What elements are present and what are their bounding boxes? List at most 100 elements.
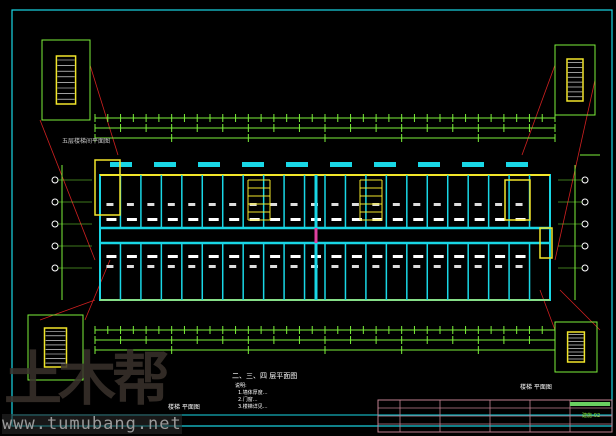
furniture-mark bbox=[433, 218, 444, 221]
room-label-mark bbox=[351, 203, 359, 206]
room-label-mark bbox=[229, 265, 237, 268]
furniture-mark bbox=[106, 255, 117, 258]
stair-detail-core bbox=[43, 327, 68, 368]
stair-detail-core bbox=[55, 55, 77, 105]
room-label-mark bbox=[167, 203, 175, 206]
room-label-mark bbox=[392, 265, 400, 268]
window-block bbox=[110, 162, 132, 167]
room-label-mark bbox=[515, 265, 523, 268]
stair-detail-frame bbox=[554, 321, 598, 373]
furniture-mark bbox=[270, 255, 281, 258]
stair-detail-title-top-left: 五层楼梯间平面图 bbox=[62, 138, 111, 145]
stair-detail-frame bbox=[41, 39, 91, 121]
note-line: 说明: bbox=[235, 383, 247, 389]
stair-label-left: 楼梯 平面图 bbox=[168, 404, 200, 411]
room-label-mark bbox=[208, 203, 216, 206]
furniture-mark bbox=[495, 255, 506, 258]
furniture-mark bbox=[290, 218, 301, 221]
room-label-mark bbox=[515, 203, 523, 206]
furniture-mark bbox=[372, 255, 383, 258]
axis-bubble bbox=[581, 242, 589, 250]
stair-core-left bbox=[94, 159, 121, 216]
room-label-mark bbox=[474, 203, 482, 206]
furniture-mark bbox=[392, 255, 403, 258]
room-label-mark bbox=[167, 265, 175, 268]
room-label-mark bbox=[188, 203, 196, 206]
furniture-mark bbox=[331, 218, 342, 221]
window-block bbox=[374, 162, 396, 167]
room-label-mark bbox=[126, 203, 134, 206]
note-line: 3.楼梯详见... bbox=[238, 404, 268, 410]
note-line: 2.门窗... bbox=[238, 397, 258, 403]
room-label-mark bbox=[351, 265, 359, 268]
room-label-mark bbox=[372, 265, 380, 268]
furniture-mark bbox=[290, 255, 301, 258]
room-label-mark bbox=[413, 203, 421, 206]
window-block bbox=[418, 162, 440, 167]
room-label-mark bbox=[331, 265, 339, 268]
stair-label-right: 楼梯 平面图 bbox=[520, 384, 552, 391]
door-mark bbox=[539, 227, 553, 259]
section-line bbox=[89, 64, 119, 156]
room-label-mark bbox=[290, 203, 298, 206]
window-block bbox=[198, 162, 220, 167]
furniture-mark bbox=[351, 255, 362, 258]
room-label-mark bbox=[413, 265, 421, 268]
axis-bubble bbox=[581, 264, 589, 272]
furniture-mark bbox=[147, 255, 158, 258]
window-block bbox=[462, 162, 484, 167]
furniture-mark bbox=[167, 255, 178, 258]
section-line bbox=[84, 259, 111, 321]
axis-bubble bbox=[51, 176, 59, 184]
furniture-mark bbox=[167, 218, 178, 221]
sheet-border bbox=[11, 9, 613, 427]
furniture-mark bbox=[229, 218, 240, 221]
furniture-mark bbox=[147, 218, 158, 221]
section-line bbox=[521, 64, 556, 156]
room-label-mark bbox=[495, 265, 503, 268]
note-line: 1.墙体厚度... bbox=[238, 390, 268, 396]
furniture-mark bbox=[454, 255, 465, 258]
furniture-mark bbox=[188, 218, 199, 221]
plan-title: 二、三、四 层平面图 bbox=[232, 372, 298, 380]
window-block bbox=[330, 162, 352, 167]
stair-detail-core bbox=[566, 331, 586, 363]
room-label-mark bbox=[290, 265, 298, 268]
furniture-mark bbox=[188, 255, 199, 258]
furniture-mark bbox=[454, 218, 465, 221]
furniture-mark bbox=[270, 218, 281, 221]
furniture-mark bbox=[474, 255, 485, 258]
room-label-mark bbox=[270, 265, 278, 268]
section-line bbox=[539, 289, 556, 331]
window-block bbox=[242, 162, 264, 167]
stair-detail-core bbox=[566, 58, 584, 102]
room-label-mark bbox=[249, 265, 257, 268]
drawing-number: 建施-02 bbox=[582, 413, 601, 419]
room-label-mark bbox=[188, 265, 196, 268]
title-block-highlight bbox=[570, 402, 610, 406]
room-label-mark bbox=[147, 203, 155, 206]
room-label-mark bbox=[331, 203, 339, 206]
room-label-mark bbox=[208, 265, 216, 268]
furniture-mark bbox=[126, 255, 137, 258]
furniture-mark bbox=[413, 218, 424, 221]
room-label-mark bbox=[454, 203, 462, 206]
furniture-mark bbox=[515, 255, 526, 258]
room-label-mark bbox=[474, 265, 482, 268]
watermark-url: www.tumubang.net bbox=[2, 414, 182, 434]
furniture-mark bbox=[126, 218, 137, 221]
furniture-mark bbox=[413, 255, 424, 258]
window-block bbox=[286, 162, 308, 167]
room-label-mark bbox=[126, 265, 134, 268]
room-label-mark bbox=[106, 203, 114, 206]
room-label-mark bbox=[495, 203, 503, 206]
furniture-mark bbox=[229, 255, 240, 258]
room-label-mark bbox=[433, 203, 441, 206]
room-label-mark bbox=[229, 203, 237, 206]
stair-detail-frame bbox=[554, 44, 596, 116]
axis-bubble bbox=[51, 242, 59, 250]
furniture-mark bbox=[474, 218, 485, 221]
room-label-mark bbox=[433, 265, 441, 268]
